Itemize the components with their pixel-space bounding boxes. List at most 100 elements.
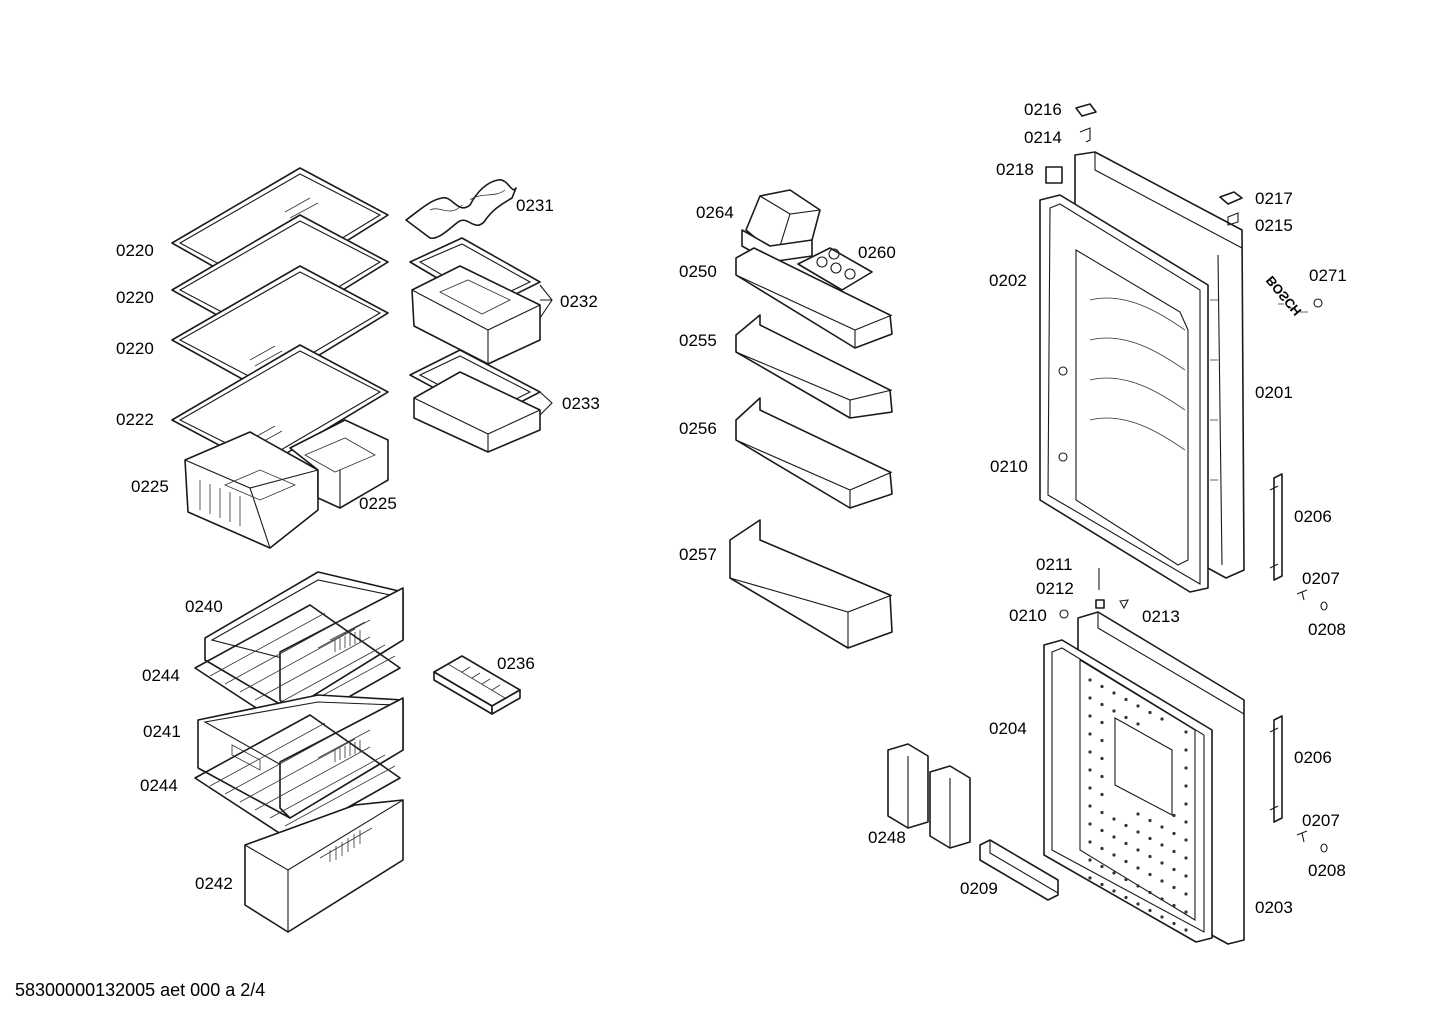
- drawer-0233: [409, 349, 541, 453]
- liner-dot: [1160, 861, 1164, 865]
- handle-0206-lower: [1269, 715, 1283, 823]
- label-0204: 0204: [989, 719, 1027, 738]
- label-0202: 0202: [989, 271, 1027, 290]
- freezer-drawer-0242: [244, 799, 404, 933]
- liner-dot: [1088, 678, 1092, 682]
- wire-grid-0244-lower: [194, 714, 401, 841]
- label-0225-a: 0225: [131, 477, 169, 496]
- liner-dot: [1160, 879, 1164, 883]
- lower-door-gasket-0204: [1043, 639, 1213, 943]
- liner-dot: [1172, 903, 1176, 908]
- freezer-drawer-0241: [197, 694, 404, 819]
- label-0206-a: 0206: [1294, 507, 1332, 526]
- liner-dot: [1172, 885, 1176, 890]
- liner-dot: [1088, 804, 1092, 808]
- label-0232: 0232: [560, 292, 598, 311]
- cover-strip-0209: [979, 839, 1059, 901]
- liner-dot: [1184, 784, 1188, 788]
- label-0240: 0240: [185, 597, 223, 616]
- label-0271: 0271: [1309, 266, 1347, 285]
- upper-door-hinge-parts: [1045, 103, 1243, 462]
- crisper-box-0225-left: [184, 431, 319, 549]
- liner-dot: [1184, 802, 1188, 806]
- label-0257: 0257: [679, 545, 717, 564]
- liner-dot: [1160, 897, 1164, 901]
- liner-dot: [1088, 876, 1092, 880]
- liner-dot: [1136, 812, 1140, 816]
- liner-dot: [1088, 840, 1092, 844]
- liner-dot: [1100, 720, 1104, 725]
- liner-dot: [1100, 774, 1104, 779]
- label-0264: 0264: [696, 203, 734, 222]
- liner-dot: [1112, 691, 1116, 695]
- liner-dot: [1136, 830, 1140, 834]
- label-0222: 0222: [116, 410, 154, 429]
- cold-packs-0248: [887, 743, 971, 849]
- label-0242: 0242: [195, 874, 233, 893]
- liner-dot: [1136, 722, 1140, 726]
- handle-0206-upper: [1269, 473, 1283, 581]
- liner-dot: [1088, 858, 1092, 862]
- door-shelf-0250: [735, 247, 893, 349]
- hinge-small-parts: [1059, 568, 1328, 853]
- liner-dot: [1112, 835, 1116, 839]
- leader-0233: [539, 391, 553, 416]
- label-0212: 0212: [1036, 579, 1074, 598]
- liner-dot: [1124, 715, 1128, 720]
- liner-dot: [1184, 874, 1188, 878]
- liner-dot: [1148, 836, 1152, 841]
- leader-0232: [539, 284, 553, 319]
- liner-dot: [1124, 841, 1128, 846]
- liner-dot: [1148, 710, 1152, 715]
- liner-dot: [1124, 877, 1128, 882]
- liner-dot: [1160, 825, 1164, 829]
- label-0208-b: 0208: [1308, 861, 1346, 880]
- liner-dot: [1148, 872, 1152, 877]
- liner-dot: [1136, 848, 1140, 852]
- liner-dot: [1148, 890, 1152, 895]
- liner-dot: [1088, 822, 1092, 826]
- liner-dot: [1100, 846, 1104, 851]
- liner-dot: [1112, 817, 1116, 821]
- liner-dot: [1124, 895, 1128, 900]
- liner-dot: [1112, 889, 1116, 893]
- drawer-0232: [409, 237, 541, 365]
- liner-dot: [1172, 867, 1176, 872]
- label-0209: 0209: [960, 879, 998, 898]
- label-0217: 0217: [1255, 189, 1293, 208]
- liner-dot: [1100, 828, 1104, 833]
- liner-dot: [1136, 866, 1140, 870]
- label-0231: 0231: [516, 196, 554, 215]
- label-0233: 0233: [562, 394, 600, 413]
- liner-dot: [1100, 882, 1104, 887]
- liner-dot: [1184, 910, 1188, 914]
- label-0236: 0236: [497, 654, 535, 673]
- glass-shelf-0220-third: [171, 265, 389, 391]
- label-0218: 0218: [996, 160, 1034, 179]
- liner-dot: [1136, 704, 1140, 708]
- liner-dot: [1172, 849, 1176, 854]
- liner-dot: [1184, 928, 1188, 932]
- label-0210-b: 0210: [1009, 606, 1047, 625]
- liner-dot: [1184, 892, 1188, 896]
- label-0256: 0256: [679, 419, 717, 438]
- liner-dot: [1184, 820, 1188, 824]
- liner-dot: [1172, 921, 1176, 926]
- document-footer-id: 58300000132005 aet 000 a 2/4: [15, 980, 266, 1000]
- liner-dot: [1136, 902, 1140, 906]
- label-0250: 0250: [679, 262, 717, 281]
- label-0215: 0215: [1255, 216, 1293, 235]
- label-0208-a: 0208: [1308, 620, 1346, 639]
- liner-dot: [1160, 915, 1164, 919]
- label-0213: 0213: [1142, 607, 1180, 626]
- liner-dot: [1088, 714, 1092, 718]
- liner-dot: [1148, 908, 1152, 913]
- label-0211: 0211: [1036, 555, 1073, 574]
- label-0248: 0248: [868, 828, 906, 847]
- liner-dot: [1184, 856, 1188, 860]
- crisper-box-0225-right: [289, 419, 389, 509]
- bosch-logo-text: BOSCH: [1263, 273, 1305, 319]
- liner-dot: [1172, 831, 1176, 836]
- liner-dot: [1100, 738, 1104, 743]
